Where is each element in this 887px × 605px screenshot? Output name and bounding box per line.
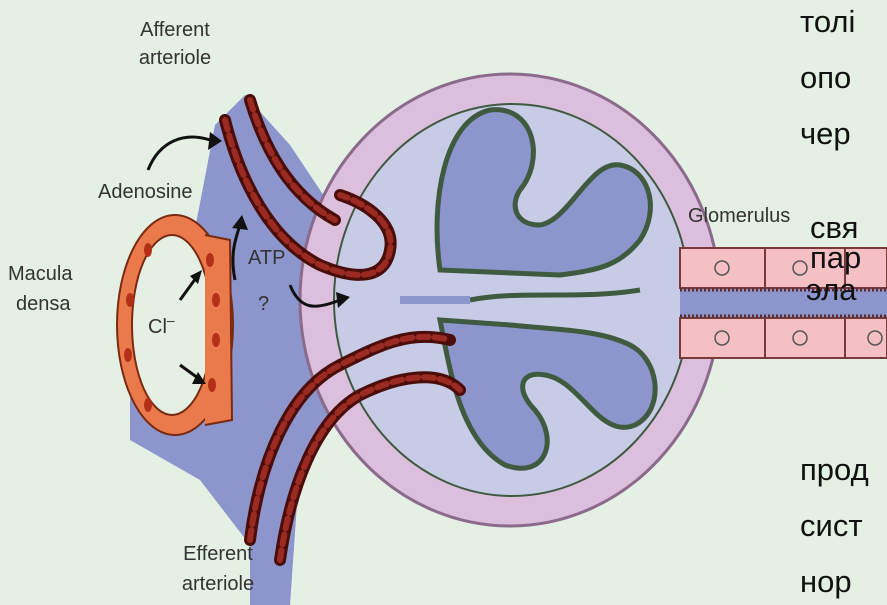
overlay-text-top: толі опо чер свя пар эла xyxy=(800,4,861,307)
overlay-line-8: сист xyxy=(800,508,863,543)
overlay-line-2: опо xyxy=(800,60,851,95)
afferent-label-2: arteriole xyxy=(139,47,211,69)
macula-label-1: Macula xyxy=(8,263,73,285)
overlay-line-5: пар xyxy=(810,240,861,275)
glomerulus-label: Glomerulus xyxy=(688,205,790,227)
question-label: ? xyxy=(258,293,269,315)
afferent-label-1: Afferent xyxy=(140,19,210,41)
macula-label-2: densa xyxy=(16,293,71,315)
overlay-line-3: чер xyxy=(800,116,851,151)
macula-densa xyxy=(117,215,233,435)
overlay-line-7: прод xyxy=(800,452,869,487)
overlay-line-9: нор xyxy=(800,564,852,599)
atp-label: ATP xyxy=(248,247,285,269)
efferent-label-1: Efferent xyxy=(183,543,253,565)
overlay-line-1: толі xyxy=(800,4,855,39)
adenosine-label: Adenosine xyxy=(98,181,193,203)
efferent-label-2: arteriole xyxy=(182,573,254,595)
overlay-line-6: эла xyxy=(806,272,857,307)
overlay-text-bottom: прод сист нор xyxy=(800,452,869,599)
